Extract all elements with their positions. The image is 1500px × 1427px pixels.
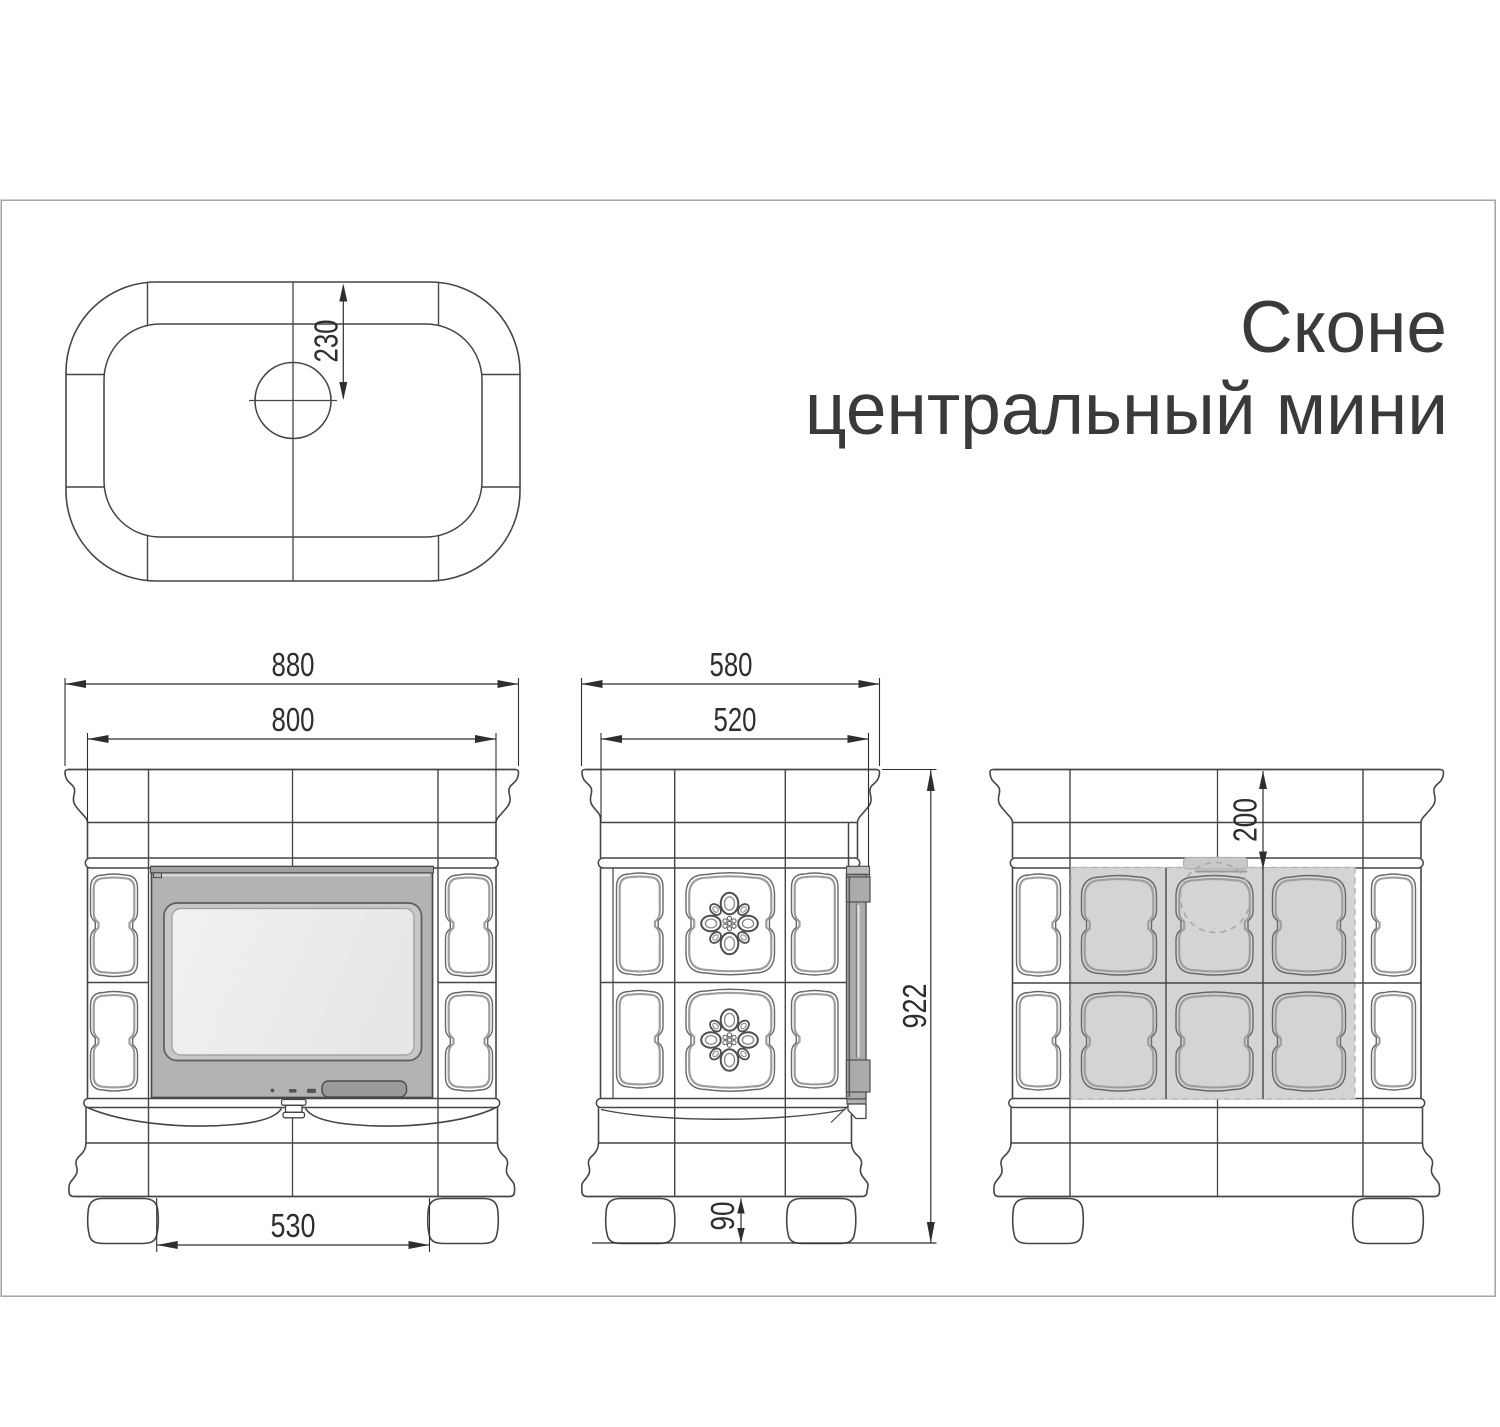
svg-text:Сконе: Сконе: [1240, 287, 1447, 368]
svg-text:530: 530: [271, 1207, 316, 1244]
svg-text:800: 800: [272, 701, 315, 738]
svg-text:центральный мини: центральный мини: [805, 369, 1448, 450]
svg-text:922: 922: [896, 984, 933, 1029]
svg-text:880: 880: [272, 646, 315, 683]
svg-text:200: 200: [1227, 798, 1264, 842]
svg-text:520: 520: [714, 701, 757, 738]
svg-text:580: 580: [710, 646, 753, 683]
svg-text:90: 90: [704, 1202, 741, 1231]
svg-text:230: 230: [308, 320, 345, 363]
